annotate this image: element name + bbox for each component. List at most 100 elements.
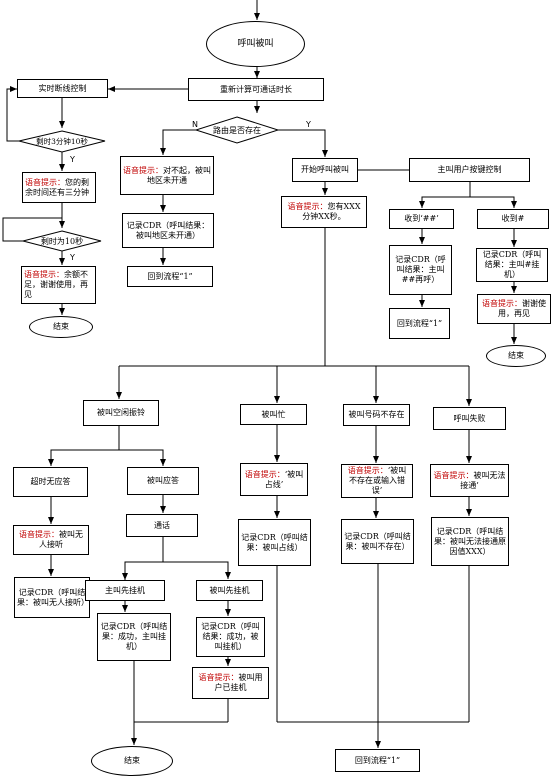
- timeout-label: 超时无应答: [30, 477, 71, 486]
- prompt-busy-text: ‘被叫占线’: [264, 469, 304, 489]
- cdr-hash-text: 记录CDR（呼叫结果：主叫#挂机）: [482, 250, 542, 279]
- cdr-fail-box: 记录CDR（呼叫结果：被叫无法接通原因值XXX）: [431, 517, 509, 566]
- prompt-callee-hung-text: 被叫用户已挂机: [214, 673, 263, 692]
- end-terminal-1: 结束: [29, 316, 93, 338]
- fail-box: 呼叫失败: [433, 407, 506, 430]
- cdr-caller-box: 记录CDR（呼叫结果：成功，主叫挂机）: [97, 613, 171, 661]
- start-terminal: 呼叫被叫: [206, 21, 305, 67]
- prompt-fail-box: 语音提示：被叫无法接通’: [430, 464, 509, 497]
- prompt-prefix: 语音提示：: [198, 673, 239, 682]
- cdr-notexist-box: 记录CDR（呼叫结果：被叫不存在）: [341, 519, 414, 564]
- notexist-box: 被叫号码不存在: [343, 404, 410, 426]
- cdr-caller-text: 记录CDR（呼叫结果：成功，主叫挂机）: [100, 622, 168, 651]
- start-label: 呼叫被叫: [237, 39, 274, 49]
- prompt-balance-box: 语音提示：余额不足，谢谢使用，再见: [21, 266, 96, 304]
- end1-label: 结束: [53, 322, 69, 331]
- y-label-remain3: Y: [70, 155, 75, 164]
- end2-label: 结束: [508, 351, 524, 360]
- prompt-remain2-text: 您的剩余时间还有三分钟: [25, 177, 89, 197]
- end3-label: 结束: [124, 756, 140, 765]
- prompt-balance-text: 余额不足，谢谢使用，再见: [24, 270, 88, 299]
- busy-label: 被叫忙: [261, 409, 286, 419]
- back1b-label: 回到流程“1”: [396, 318, 443, 328]
- notexist-label: 被叫号码不存在: [348, 410, 405, 419]
- cdr-busy-box: 记录CDR（呼叫结果：被叫占线）: [238, 519, 311, 566]
- cdr-noarea-box: 记录CDR（呼叫结果：被叫地区未开通）: [122, 213, 214, 248]
- recv-hash-label: 收到#: [501, 214, 525, 223]
- cdr-callee-text: 记录CDR（呼叫结果：成功，被叫挂机）: [201, 622, 260, 651]
- begin-call-box: 开始呼叫被叫: [292, 158, 358, 182]
- prompt-prefix: 语音提示：: [482, 299, 522, 308]
- cdr-busy-text: 记录CDR（呼叫结果：被叫占线）: [241, 532, 308, 552]
- cdr-hash2-text: 记录CDR（呼叫结果：主叫##再呼）: [395, 255, 446, 284]
- remain10-label: 剩时为10秒: [40, 236, 84, 246]
- prompt-fail-text: 被叫无法接通’: [460, 470, 506, 490]
- end-terminal-3: 结束: [91, 746, 173, 776]
- cdr-noanswer-text: 记录CDR（呼叫结果：被叫无人接听）: [17, 587, 89, 607]
- remain10-decision: 剩时为10秒: [23, 231, 101, 251]
- cdr-hash2-box: 记录CDR（呼叫结果：主叫##再呼）: [389, 245, 452, 295]
- key-ctrl-box: 主叫用户按键控制: [409, 158, 530, 182]
- talk-label: 通话: [154, 520, 170, 530]
- end-terminal-2: 结束: [486, 345, 546, 367]
- cdr-notexist-text: 记录CDR（呼叫结果：被叫不存在）: [344, 531, 411, 551]
- talk-box: 通话: [126, 514, 198, 537]
- cdr-noanswer-box: 记录CDR（呼叫结果：被叫无人接听）: [14, 577, 90, 618]
- back1c-label: 回到流程“1”: [354, 755, 401, 765]
- prompt-prefix: 语音提示：: [287, 202, 328, 211]
- prompt-noanswer-box: 语音提示：被叫无人接听: [13, 525, 89, 555]
- prompt-prefix: 语音提示：: [347, 466, 388, 475]
- prompt-prefix: 语音提示：: [25, 177, 65, 187]
- prompt-minutes-box: 语音提示：您有XXX分钟XX秒。: [281, 196, 367, 228]
- callee-hang-box: 被叫先挂机: [196, 580, 263, 601]
- prompt-remain2-box: 语音提示：您的剩余时间还有三分钟: [22, 172, 96, 203]
- prompt-prefix: 语音提示：: [24, 270, 64, 279]
- prompt-prefix: 语音提示：: [433, 470, 474, 480]
- route-decision: 路由是否存在: [196, 117, 278, 143]
- prompt-busy-box: 语音提示：‘被叫占线’: [240, 463, 308, 496]
- prompt-prefix: 语音提示：: [19, 530, 59, 539]
- prompt-noanswer-text: 被叫无人接听: [39, 530, 83, 549]
- recv-hash2-label: 收到‘##’: [404, 214, 439, 223]
- back1b-box: 回到流程“1”: [389, 308, 450, 339]
- prompt-prefix: 语音提示：: [123, 165, 163, 175]
- back1a-box: 回到流程“1”: [127, 266, 213, 287]
- answered-label: 被叫应答: [147, 476, 179, 485]
- y-label-remain10: Y: [70, 253, 75, 262]
- recv-hash2-box: 收到‘##’: [389, 209, 454, 229]
- recalc-label: 重新计算可通话时长: [220, 84, 292, 94]
- prompt-noarea-text: 对不起，被叫地区未开通: [147, 165, 211, 185]
- back1c-box: 回到流程“1”: [335, 749, 420, 772]
- caller-hang-label: 主叫先挂机: [105, 585, 145, 595]
- y-label-route: Y: [306, 120, 311, 129]
- callee-hang-label: 被叫先挂机: [209, 585, 250, 595]
- back1a-label: 回到流程“1”: [147, 271, 193, 281]
- ringing-box: 被叫空闲振铃: [83, 400, 159, 426]
- prompt-callee-hung-box: 语音提示：被叫用户已挂机: [192, 667, 269, 699]
- prompt-minutes-text: 您有XXX分钟XX秒。: [302, 202, 361, 221]
- key-ctrl-label: 主叫用户按键控制: [437, 165, 502, 174]
- answered-box: 被叫应答: [127, 467, 199, 495]
- fail-label: 呼叫失败: [453, 413, 486, 423]
- realtime-label: 实时断线控制: [38, 83, 87, 93]
- recv-hash-box: 收到#: [477, 209, 549, 229]
- cdr-hash-box: 记录CDR（呼叫结果：主叫#挂机）: [476, 248, 548, 282]
- n-label: N: [192, 120, 198, 129]
- cdr-callee-box: 记录CDR（呼叫结果：成功，被叫挂机）: [196, 617, 265, 657]
- ringing-label: 被叫空闲振铃: [97, 408, 145, 417]
- route-label: 路由是否存在: [213, 125, 261, 135]
- timeout-box: 超时无应答: [13, 467, 88, 497]
- recalc-box: 重新计算可通话时长: [188, 78, 324, 101]
- prompt-bye-text: 谢谢使用，再见: [498, 299, 546, 318]
- remain3-label: 剩时3分钟10秒: [36, 137, 88, 146]
- begin-call-label: 开始呼叫被叫: [301, 165, 349, 174]
- caller-hang-box: 主叫先挂机: [85, 580, 165, 601]
- busy-box: 被叫忙: [240, 404, 307, 425]
- prompt-notexist-text: ‘被叫不存在或输入错误’: [349, 466, 407, 495]
- remain3-decision: 剩时3分钟10秒: [19, 131, 105, 152]
- realtime-box: 实时断线控制: [17, 79, 108, 98]
- prompt-notexist-box: 语音提示：‘被叫不存在或输入错误’: [341, 464, 413, 498]
- prompt-prefix: 语音提示：: [244, 469, 285, 479]
